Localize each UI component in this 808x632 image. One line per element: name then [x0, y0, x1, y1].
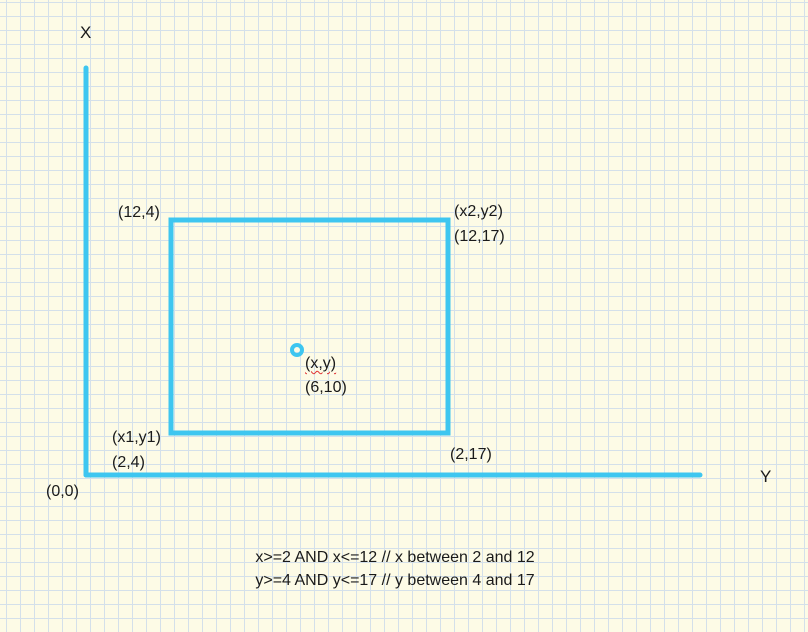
horizontal-axis-label: Y: [760, 467, 772, 486]
top-right-corner-value: (12,17): [454, 228, 505, 245]
top-left-corner-label: (12,4): [118, 204, 160, 221]
point-name-text: (x,y): [305, 355, 337, 372]
origin-label: (0,0): [46, 483, 79, 500]
range-rectangle: [168, 217, 451, 436]
bottom-left-corner-value: (2,4): [112, 454, 145, 471]
point-marker: [290, 343, 304, 357]
vertical-axis-label: X: [80, 23, 92, 42]
point-value: (6,10): [305, 379, 347, 396]
bottom-left-corner-name: (x1,y1): [112, 429, 161, 446]
point-name: (x,y): [305, 353, 336, 375]
condition-note-y: y>=4 AND y<=17 // y between 4 and 17: [255, 572, 535, 589]
condition-note-x: x>=2 AND x<=12 // x between 2 and 12: [255, 549, 535, 566]
bottom-right-corner-label: (2,17): [450, 446, 492, 463]
top-right-corner-name: (x2,y2): [454, 203, 503, 220]
